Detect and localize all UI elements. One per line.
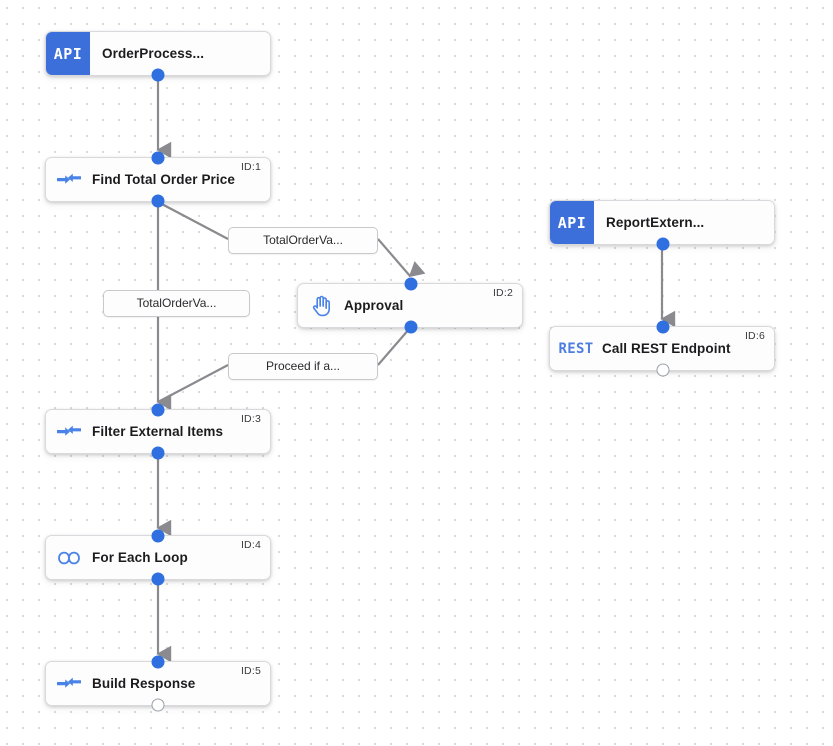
edge-label-total-order-value-a[interactable]: TotalOrderVa... <box>228 227 378 254</box>
output-port[interactable] <box>151 194 165 208</box>
output-port[interactable] <box>151 446 165 460</box>
input-port[interactable] <box>656 320 670 334</box>
input-port[interactable] <box>151 403 165 417</box>
node-id-label: ID:4 <box>240 539 261 551</box>
node-id-label: ID:2 <box>492 287 513 299</box>
api-badge-icon: API <box>46 32 90 75</box>
hand-icon <box>298 295 344 317</box>
edge-label-total-order-value-b[interactable]: TotalOrderVa... <box>103 290 250 317</box>
output-port[interactable] <box>151 698 165 712</box>
node-id-label: ID:3 <box>240 413 261 425</box>
transform-arrows-icon <box>46 424 92 440</box>
infinity-loop-icon <box>46 550 92 566</box>
node-title: Build Response <box>92 676 196 691</box>
node-build-response[interactable]: Build Response ID:5 <box>45 655 271 712</box>
input-port[interactable] <box>151 655 165 669</box>
output-port[interactable] <box>151 68 165 82</box>
node-order-process[interactable]: API OrderProcess... <box>45 31 271 82</box>
input-port[interactable] <box>404 277 418 291</box>
output-port[interactable] <box>656 363 670 377</box>
edge-find-total-to-approval-seg1 <box>157 201 229 240</box>
edge-approval-to-filter-seg1 <box>377 327 411 366</box>
node-call-rest-endpoint[interactable]: REST Call REST Endpoint ID:6 <box>549 320 775 377</box>
node-title: ReportExtern... <box>606 215 705 230</box>
output-port[interactable] <box>151 572 165 586</box>
transform-arrows-icon <box>46 676 92 692</box>
node-report-external[interactable]: API ReportExtern... <box>549 200 775 251</box>
node-id-label: ID:1 <box>240 161 261 173</box>
output-port[interactable] <box>404 320 418 334</box>
node-title: Call REST Endpoint <box>602 341 731 356</box>
edge-find-total-to-approval-seg2 <box>377 238 426 278</box>
node-find-total-order-price[interactable]: Find Total Order Price ID:1 <box>45 151 271 208</box>
api-badge-icon: API <box>550 201 594 244</box>
output-port[interactable] <box>656 237 670 251</box>
node-id-label: ID:5 <box>240 665 261 677</box>
node-title: Approval <box>344 298 404 313</box>
node-filter-external-items[interactable]: Filter External Items ID:3 <box>45 403 271 460</box>
node-title: For Each Loop <box>92 550 188 565</box>
node-for-each-loop[interactable]: For Each Loop ID:4 <box>45 529 271 586</box>
rest-label-icon: REST <box>558 340 594 357</box>
input-port[interactable] <box>151 529 165 543</box>
node-title: Find Total Order Price <box>92 172 235 187</box>
node-title: OrderProcess... <box>102 46 205 61</box>
edge-label-proceed-if[interactable]: Proceed if a... <box>228 353 378 380</box>
node-approval[interactable]: Approval ID:2 <box>297 277 523 334</box>
input-port[interactable] <box>151 151 165 165</box>
transform-arrows-icon <box>46 172 92 188</box>
node-title: Filter External Items <box>92 424 224 439</box>
node-id-label: ID:6 <box>744 330 765 342</box>
edge-approval-to-filter-seg2 <box>157 364 229 403</box>
